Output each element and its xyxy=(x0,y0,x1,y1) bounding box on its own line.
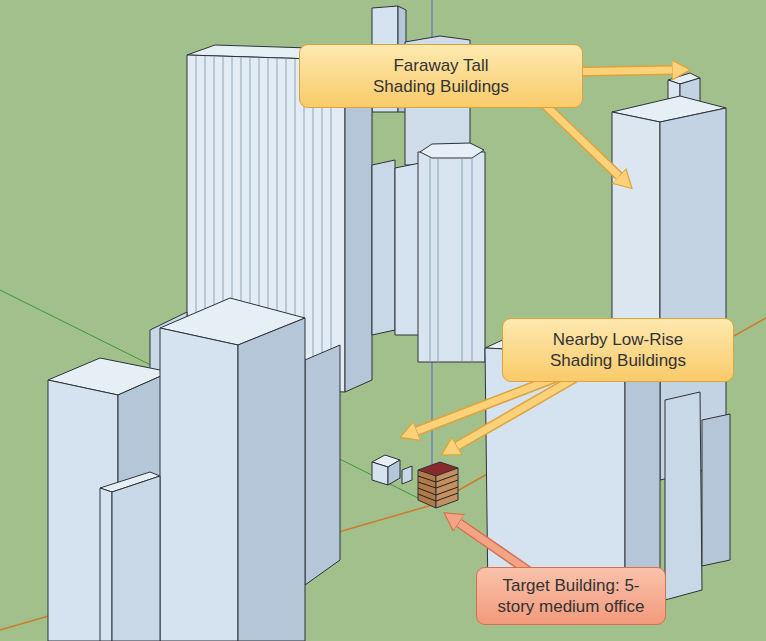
callout-box: Target Building: 5-story medium office xyxy=(476,567,666,625)
leader-arrow xyxy=(457,378,575,446)
leader-arrow xyxy=(459,523,530,572)
leader-arrow xyxy=(540,100,619,176)
callout-text: Faraway Tall Shading Buildings xyxy=(366,55,516,97)
callout-text: Target Building: 5-story medium office xyxy=(485,575,657,617)
callout-text: Nearby Low-Rise Shading Buildings xyxy=(543,329,693,371)
callout-box: Nearby Low-Rise Shading Buildings xyxy=(502,318,734,382)
callout-box: Faraway Tall Shading Buildings xyxy=(299,44,583,108)
